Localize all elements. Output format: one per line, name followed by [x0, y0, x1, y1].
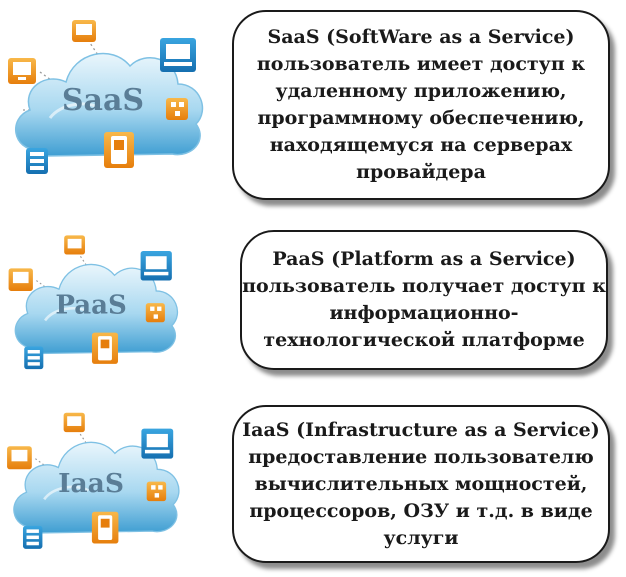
paas-cloud-illustration: PaaS	[8, 235, 179, 370]
monitor-icon	[63, 412, 85, 433]
laptop-icon	[141, 428, 174, 459]
service-description-line: информационно-	[329, 302, 519, 324]
monitor-icon	[64, 235, 86, 255]
service-title: IaaS (Infrastructure as a Service)	[242, 418, 600, 441]
laptop-icon	[160, 38, 196, 72]
iaas-cloud-illustration: IaaS	[7, 412, 181, 549]
service-description-line: пользователь имеет доступ к	[256, 53, 586, 75]
network-icon	[166, 98, 188, 120]
service-description-box: SaaS (SoftWare as a Service) пользовател…	[232, 10, 610, 200]
cloud-label: SaaS	[62, 83, 144, 118]
service-title: PaaS (Platform as a Service)	[272, 248, 576, 270]
service-description-line: предоставление пользователю	[248, 445, 594, 468]
phone-icon	[91, 332, 119, 364]
service-description-box: PaaS (Platform as a Service) пользовател…	[240, 230, 608, 370]
service-description-line: услуги	[383, 526, 459, 549]
laptop-icon	[140, 251, 172, 281]
service-description-line: удаленному приложению,	[275, 80, 567, 102]
network-icon	[146, 481, 167, 502]
service-title: SaaS (SoftWare as a Service)	[267, 26, 575, 48]
cloud-label: IaaS	[58, 468, 124, 499]
server-icon	[24, 346, 44, 370]
phone-icon	[91, 511, 119, 544]
service-description-line: вычислительных мощностей,	[254, 472, 588, 495]
service-description-line: пользователь получает доступ к	[242, 275, 606, 297]
service-row-iaas: IaaS IaaS (	[0, 395, 626, 573]
server-icon	[22, 525, 43, 549]
network-icon	[145, 303, 165, 323]
service-description-line: программному обеспечению,	[257, 107, 585, 129]
service-description-line: технологической платформе	[263, 329, 585, 351]
monitor-icon	[7, 446, 32, 470]
service-row-saas: SaaS	[0, 0, 626, 200]
monitor-icon	[8, 268, 33, 291]
server-icon	[26, 148, 48, 174]
saas-cloud-illustration: SaaS	[8, 20, 204, 174]
service-row-paas: PaaS PaaS (	[0, 218, 626, 383]
service-description-box: IaaS (Infrastructure as a Service) предо…	[232, 405, 610, 563]
phone-icon	[104, 132, 134, 168]
cloud-label: PaaS	[55, 291, 126, 321]
monitor-icon	[8, 58, 36, 84]
service-description-line: находящемуся на серверах	[269, 134, 573, 156]
monitor-icon	[72, 20, 96, 42]
service-description-line: процессоров, ОЗУ и т.д. в виде	[249, 499, 593, 522]
service-description-line: провайдера	[356, 161, 486, 183]
